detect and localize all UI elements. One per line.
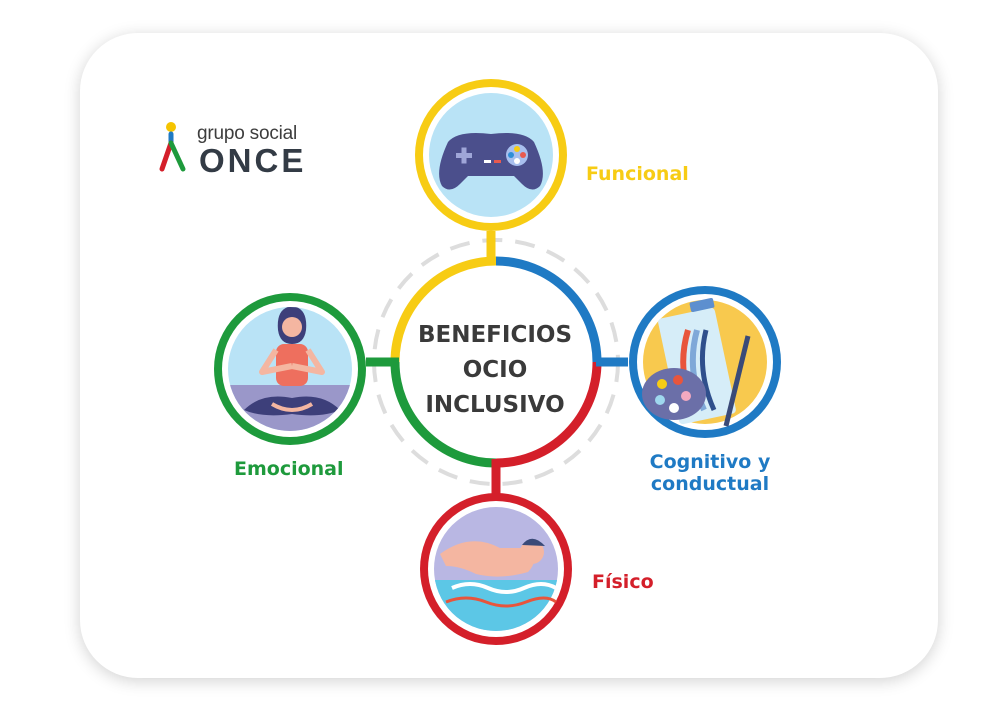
- ring-arc-green: [390, 361, 497, 468]
- once-logo-mark-icon: [159, 122, 186, 172]
- ring-arc-blue: [495, 256, 602, 363]
- center-title-line-3: INCLUSIVO: [425, 392, 565, 418]
- label-cognitivo-line-2: conductual: [650, 473, 770, 495]
- label-emocional: Emocional: [234, 458, 344, 480]
- painting-palette-icon: [642, 297, 751, 427]
- center-title-line-2: OCIO: [462, 357, 528, 383]
- grupo-social-once-logo: grupo social ONCE: [157, 117, 317, 179]
- ring-arc-yellow: [390, 256, 497, 363]
- logo-tagline: grupo social: [197, 123, 298, 144]
- node-emocional: [214, 293, 366, 445]
- center-title: BENEFICIOS OCIO INCLUSIVO: [405, 318, 585, 423]
- swimmer-icon: [434, 538, 558, 631]
- node-funcional: [415, 79, 567, 231]
- label-fisico: Físico: [592, 571, 654, 593]
- node-cognitivo: [629, 286, 781, 438]
- label-cognitivo-conductual: Cognitivo y conductual: [640, 451, 780, 495]
- label-funcional: Funcional: [586, 163, 689, 185]
- ring-arc-red: [495, 361, 602, 468]
- gamepad-icon: [439, 133, 543, 190]
- center-title-line-1: BENEFICIOS: [417, 322, 573, 348]
- logo-brand-text: ONCE: [199, 142, 307, 179]
- label-cognitivo-line-1: Cognitivo y: [649, 451, 771, 473]
- node-fisico: [420, 493, 572, 645]
